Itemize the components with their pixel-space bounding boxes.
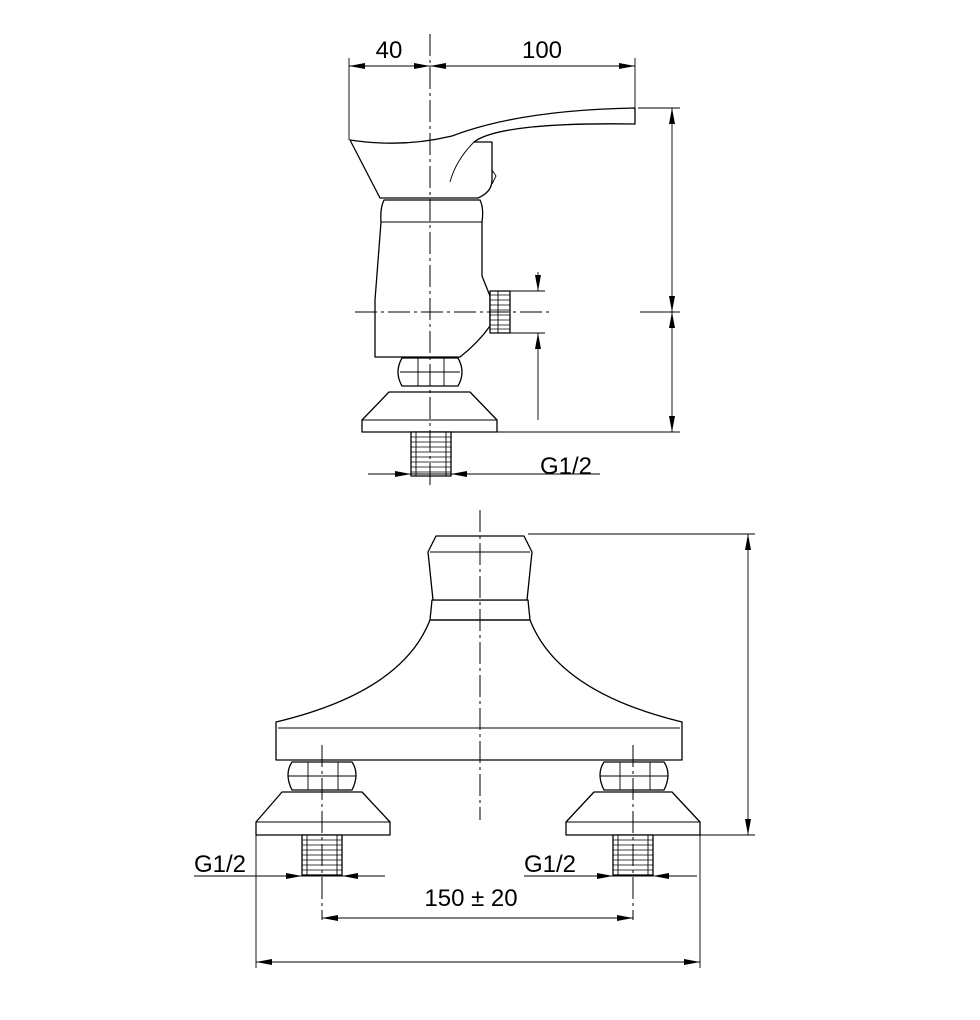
side-view: 40 100 G1/2 — [348, 34, 680, 488]
front-width-dimension — [255, 835, 701, 968]
side-base-flange — [361, 391, 498, 433]
dim-100-label: 100 — [522, 37, 562, 64]
side-thread-label: G1/2 — [540, 453, 592, 480]
side-outlet-dimension — [510, 272, 545, 420]
side-top-dimension — [348, 58, 636, 140]
front-right-thread-label: G1/2 — [524, 851, 576, 878]
front-spacing-dimension — [322, 915, 633, 921]
front-spacing-label: 150 ± 20 — [424, 885, 517, 912]
front-view: G1/2 G1/2 150 ± 20 — [194, 510, 755, 968]
front-body — [275, 619, 683, 761]
side-height-dimension — [497, 107, 680, 433]
front-left-leg — [255, 761, 391, 876]
front-left-thread-dimension — [194, 873, 385, 879]
side-bottom-thread — [410, 431, 452, 477]
front-height-dimension — [528, 533, 755, 836]
front-right-thread-dimension — [524, 873, 697, 879]
side-thread-dimension — [368, 471, 600, 477]
dim-40-label: 40 — [376, 37, 403, 64]
front-handle-cap — [427, 535, 533, 601]
side-handle — [349, 107, 636, 199]
side-outlet-thread — [489, 290, 511, 334]
front-left-thread-label: G1/2 — [194, 851, 246, 878]
side-body — [374, 199, 491, 358]
